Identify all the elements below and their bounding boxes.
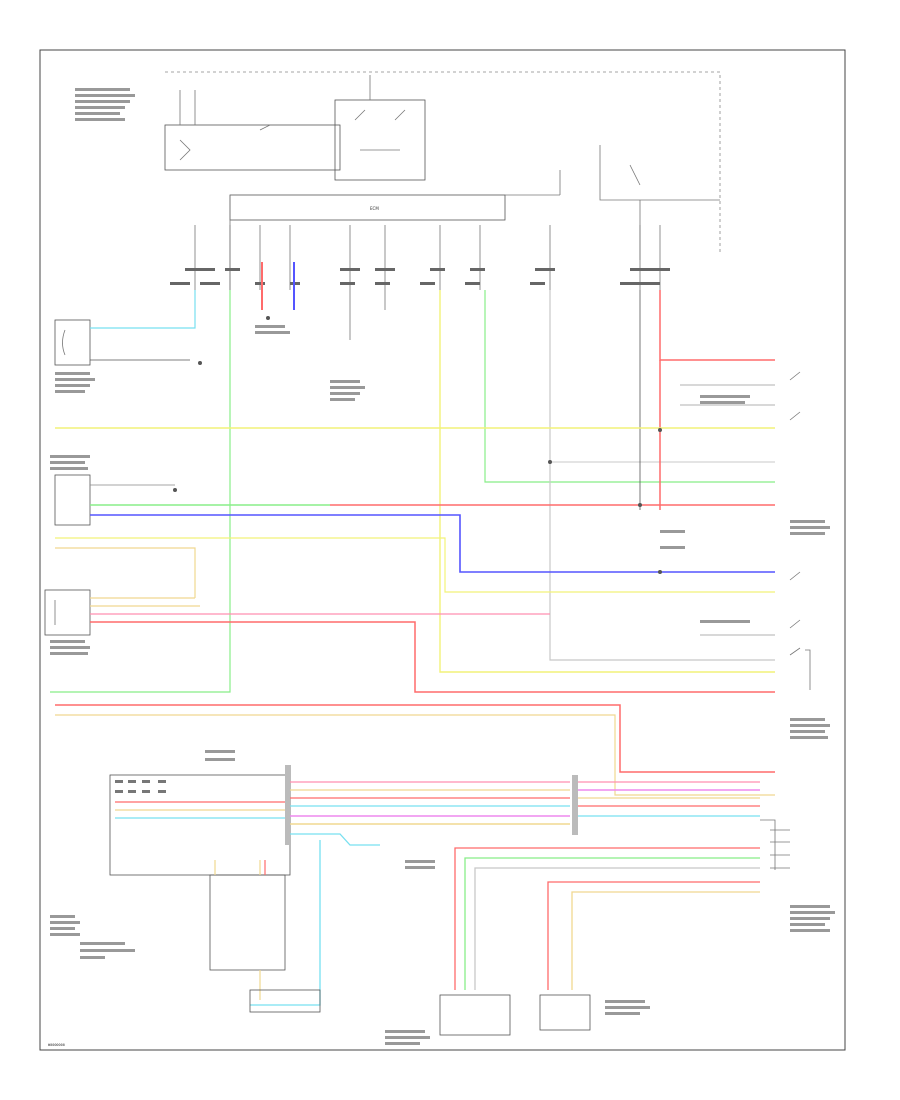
bottom-module bbox=[109, 774, 291, 876]
wire-red-right bbox=[659, 290, 775, 361]
sensor-left-top bbox=[54, 319, 91, 366]
connector-icon-3 bbox=[658, 570, 662, 574]
wire-yellow-left bbox=[55, 537, 775, 593]
wire-gray-1 bbox=[549, 290, 775, 661]
relay-box-left bbox=[164, 124, 341, 171]
wire-red-bottom-right bbox=[454, 847, 760, 990]
wire-tan-bottom bbox=[55, 714, 775, 796]
wire-lightblue-1 bbox=[90, 290, 196, 329]
relay-box-center bbox=[334, 99, 426, 181]
label-blocks bbox=[50, 88, 835, 1045]
top-connector-pins bbox=[194, 225, 661, 290]
wire-green-2 bbox=[484, 290, 775, 483]
connector-icon bbox=[658, 428, 662, 432]
sensor-left-lower bbox=[44, 589, 91, 636]
sensor-left-mid bbox=[54, 474, 91, 526]
top-supply-dashed bbox=[165, 71, 721, 255]
footer-code: W0000000 bbox=[48, 1043, 65, 1047]
pin-labels bbox=[170, 268, 670, 285]
connector-icon-4 bbox=[638, 503, 642, 507]
bottom-module-pins bbox=[115, 780, 166, 793]
wire-tan-left bbox=[55, 547, 196, 598]
bottom-sensor-right bbox=[539, 994, 591, 1031]
right-connector-bar bbox=[572, 775, 578, 835]
ground-icon-3 bbox=[173, 488, 177, 492]
svg-text:ECM: ECM bbox=[370, 206, 379, 211]
connector-icon-2 bbox=[548, 460, 552, 464]
ground-icon bbox=[266, 316, 270, 320]
bottom-left-sensor bbox=[209, 874, 286, 971]
wire-yellow-1 bbox=[439, 290, 775, 673]
ecm-box bbox=[229, 194, 506, 221]
wire-red-bottom bbox=[55, 704, 775, 773]
ground-icon-2 bbox=[198, 361, 202, 365]
diagram-frame bbox=[39, 49, 846, 1051]
wire-red-lower bbox=[90, 621, 775, 693]
center-connector-bar bbox=[285, 765, 291, 845]
switch-icon bbox=[789, 371, 811, 690]
bottom-sensor-center bbox=[439, 994, 511, 1036]
wire-blue-long bbox=[90, 514, 775, 573]
wire-green-main bbox=[50, 290, 231, 693]
